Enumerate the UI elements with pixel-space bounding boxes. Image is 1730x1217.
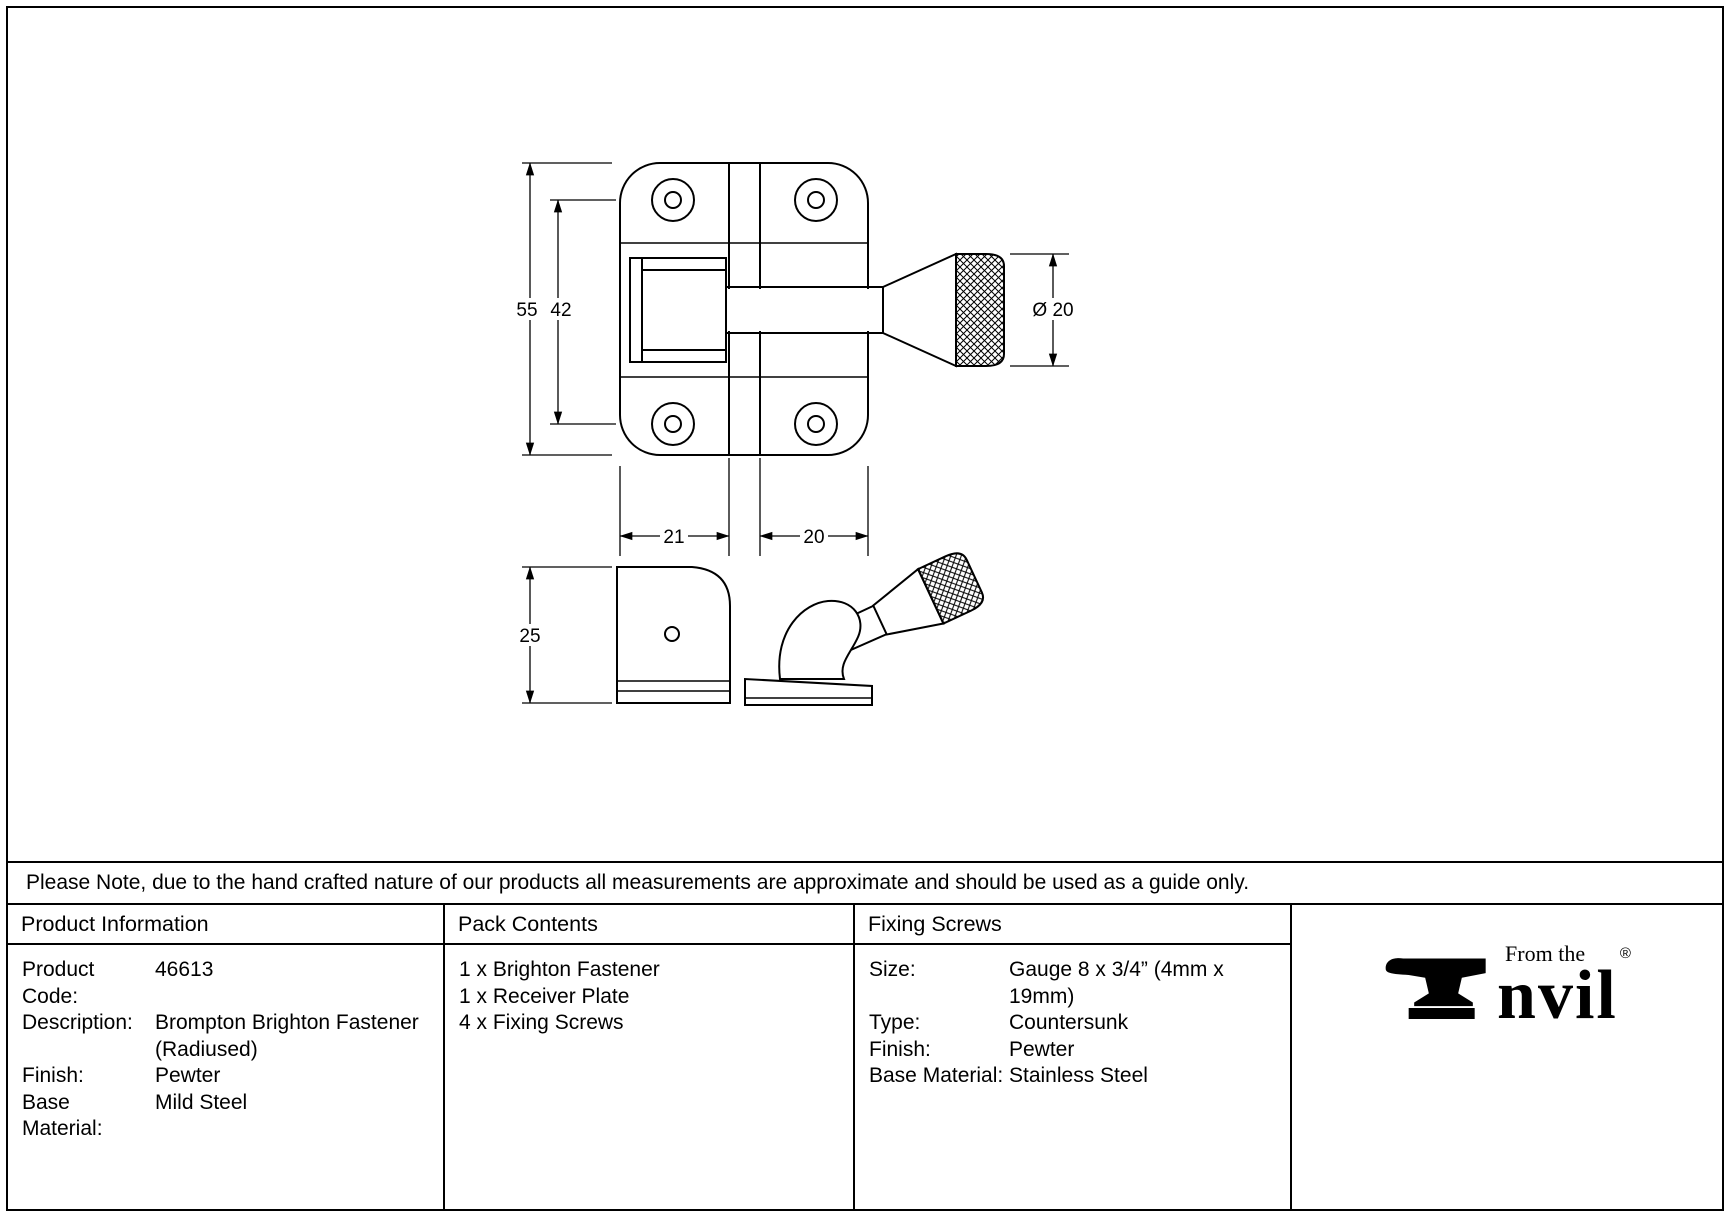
base-material-row: Base Material: Mild Steel — [22, 1090, 429, 1143]
screw-material-row: Base Material: Stainless Steel — [869, 1063, 1276, 1090]
dim-right-leaf-width: 20 — [803, 527, 824, 548]
description-value: Brompton Brighton Fastener (Radiused) — [155, 1011, 419, 1061]
product-code-value: 46613 — [155, 958, 214, 981]
fixing-screws-header: Fixing Screws — [855, 905, 1290, 945]
pack-item: 4 x Fixing Screws — [459, 1011, 624, 1034]
pack-contents-column: Pack Contents 1 x Brighton Fastener 1 x … — [445, 905, 855, 1209]
base-material-value: Mild Steel — [155, 1090, 248, 1114]
screw-size-row: Size: Gauge 8 x 3/4” (4mm x 19mm) — [869, 957, 1276, 1010]
measurement-note-text: Please Note, due to the hand crafted nat… — [26, 871, 1250, 894]
dimension-labels: 55 42 Ø 20 21 20 25 — [513, 298, 1079, 647]
description-label: Description: — [22, 1011, 133, 1034]
screw-finish-row: Finish: Pewter — [869, 1037, 1276, 1064]
product-table: Product Information Product Code: 46613 … — [8, 903, 1722, 1209]
product-code-label: Product Code: — [22, 958, 95, 1008]
pack-contents-body: 1 x Brighton Fastener 1 x Receiver Plate… — [445, 945, 853, 1049]
technical-drawing: 55 42 Ø 20 21 20 25 — [8, 8, 1722, 861]
screw-type-row: Type: Countersunk — [869, 1010, 1276, 1037]
logo-text: From the nvil — [1497, 941, 1618, 1034]
screw-material-label: Base Material: — [869, 1064, 1004, 1087]
screw-type-value: Countersunk — [1009, 1011, 1129, 1034]
dim-front-height: 55 — [516, 300, 537, 321]
product-information-header: Product Information — [8, 905, 443, 945]
dim-knob-diameter: Ø 20 — [1032, 300, 1073, 321]
pack-item: 1 x Brighton Fastener — [459, 958, 660, 981]
product-information-column: Product Information Product Code: 46613 … — [8, 905, 445, 1209]
screw-size-value: Gauge 8 x 3/4” (4mm x 19mm) — [1009, 958, 1224, 1008]
from-the-anvil-logo: From the nvil ® — [1383, 941, 1631, 1034]
fixing-screws-body: Size: Gauge 8 x 3/4” (4mm x 19mm) Type: … — [855, 945, 1290, 1102]
screw-type-label: Type: — [869, 1011, 921, 1034]
finish-value: Pewter — [155, 1064, 221, 1087]
finish-row: Finish: Pewter — [22, 1063, 429, 1090]
registered-trademark-symbol: ® — [1619, 945, 1631, 962]
product-code-row: Product Code: 46613 — [22, 957, 429, 1010]
anvil-icon — [1385, 958, 1486, 1019]
product-information-body: Product Code: 46613 Description: Brompto… — [8, 945, 443, 1155]
pack-item: 1 x Receiver Plate — [459, 984, 630, 1008]
fastener-drawing-svg: 55 42 Ø 20 21 20 25 — [513, 162, 1079, 706]
side-view — [616, 552, 985, 706]
finish-label: Finish: — [22, 1064, 84, 1087]
pack-contents-header: Pack Contents — [445, 905, 853, 945]
measurement-note: Please Note, due to the hand crafted nat… — [8, 861, 1722, 903]
logo-tagline: From the — [1505, 941, 1586, 966]
dim-side-height: 25 — [519, 626, 540, 647]
screw-size-label: Size: — [869, 958, 916, 981]
screw-finish-label: Finish: — [869, 1037, 931, 1061]
dim-hole-spacing: 42 — [550, 300, 571, 321]
datasheet-page: 55 42 Ø 20 21 20 25 Please Note, due to … — [6, 6, 1724, 1211]
description-row: Description: Brompton Brighton Fastener … — [22, 1010, 429, 1063]
screw-finish-value: Pewter — [1009, 1037, 1075, 1061]
dim-left-leaf-width: 21 — [663, 527, 684, 548]
brand-column: From the nvil ® — [1292, 905, 1722, 1209]
fixing-screws-column: Fixing Screws Size: Gauge 8 x 3/4” (4mm … — [855, 905, 1292, 1209]
base-material-label: Base Material: — [22, 1090, 103, 1141]
logo-wordmark: nvil — [1497, 957, 1618, 1034]
front-view — [619, 162, 1005, 456]
screw-material-value: Stainless Steel — [1009, 1064, 1148, 1087]
